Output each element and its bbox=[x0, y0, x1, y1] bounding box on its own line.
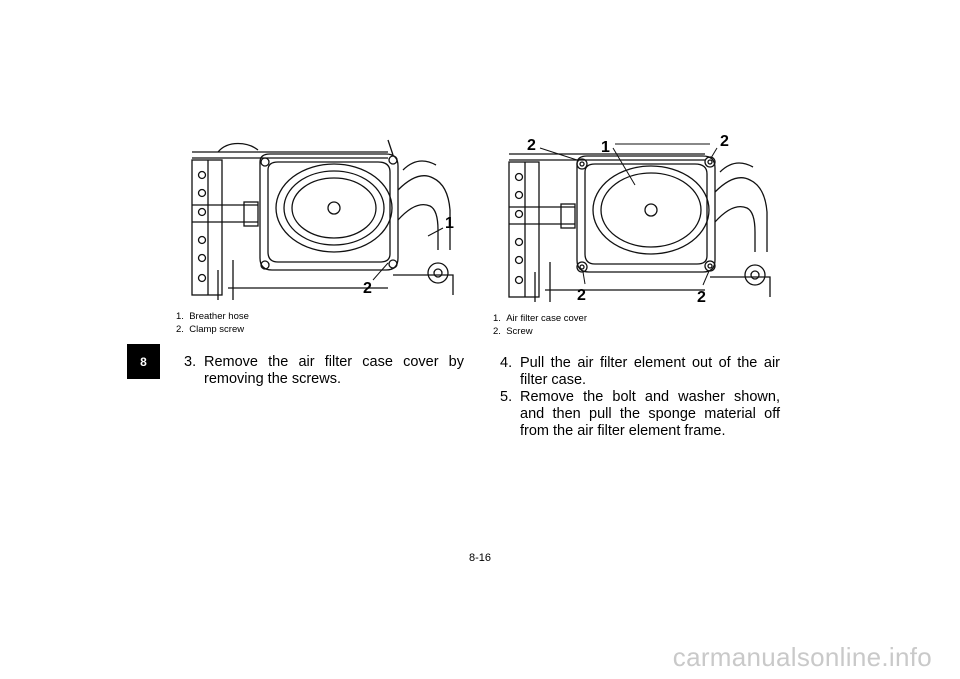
callout-2-top-left: 2 bbox=[527, 137, 536, 154]
step-4: 4. Pull the air filter element out of th… bbox=[500, 355, 780, 388]
caption-item: 2. Clamp screw bbox=[176, 324, 245, 335]
callout-2: 2 bbox=[363, 280, 372, 297]
caption-item: 1. Air filter case cover bbox=[493, 313, 587, 324]
callout-1: 1 bbox=[601, 139, 610, 156]
callout-2-bottom-left: 2 bbox=[577, 287, 586, 304]
caption-item: 2. Screw bbox=[493, 326, 533, 337]
callout-2-top-right: 2 bbox=[720, 133, 729, 150]
step-5: 5. Remove the bolt and washer shown, and… bbox=[500, 389, 780, 439]
callout-2-bottom-right: 2 bbox=[697, 289, 706, 306]
air-filter-case-illustration: 1 2 bbox=[191, 139, 454, 300]
caption-item: 1. Breather hose bbox=[176, 311, 249, 322]
figure-breather-hose: 1 2 bbox=[188, 130, 463, 305]
section-tab: 8 bbox=[127, 344, 160, 379]
page-number: 8-16 bbox=[468, 552, 492, 564]
figure-right-caption: 1. Air filter case cover 2. Screw bbox=[493, 312, 587, 338]
figure-air-filter-case-cover: 2 1 2 2 2 bbox=[505, 130, 780, 308]
step-3: 3. Remove the air filter case cover by r… bbox=[184, 354, 464, 387]
watermark: carmanualsonline.info bbox=[672, 642, 932, 672]
figure-left-caption: 1. Breather hose 2. Clamp screw bbox=[176, 310, 249, 336]
callout-1: 1 bbox=[445, 215, 454, 232]
air-filter-cover-illustration: 2 1 2 2 2 bbox=[508, 133, 771, 306]
